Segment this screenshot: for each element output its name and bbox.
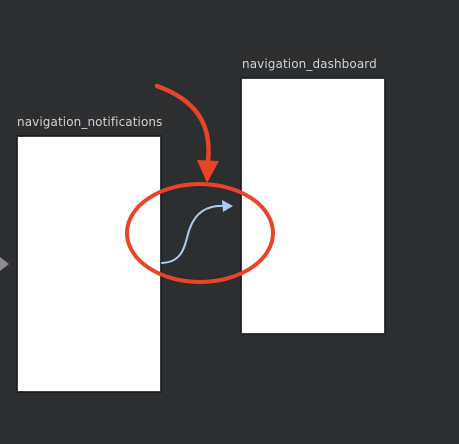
destination-label-dashboard: navigation_dashboard xyxy=(242,57,377,71)
start-destination-icon xyxy=(0,257,9,271)
destination-screen-dashboard[interactable] xyxy=(241,78,385,334)
destination-screen-notifications[interactable] xyxy=(17,136,161,392)
annotation-arrow-icon xyxy=(154,83,219,183)
action-arrow-icon[interactable] xyxy=(161,200,233,264)
destination-label-notifications: navigation_notifications xyxy=(17,115,163,129)
